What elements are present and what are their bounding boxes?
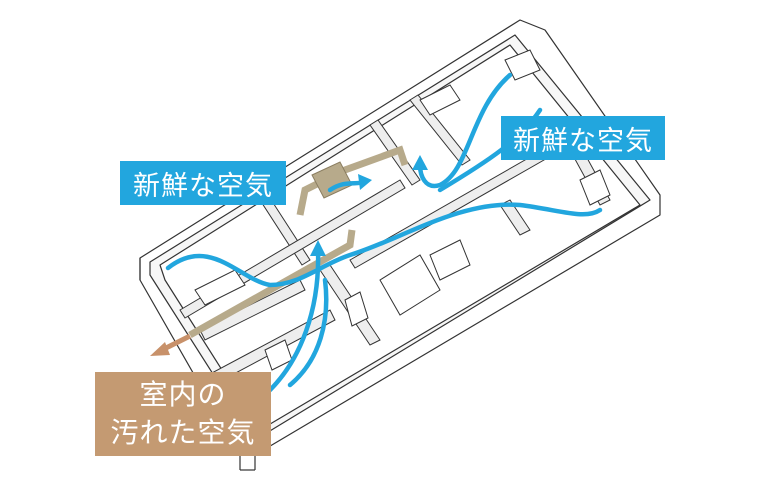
fresh-air-text: 新鮮な空気 [513,125,653,157]
fresh-air-text: 新鮮な空気 [133,170,273,202]
furniture [194,49,611,371]
arrowhead-icon [358,174,372,190]
fresh-air-arrowheads [310,155,428,256]
arrowhead-icon [412,155,428,170]
fresh-air-label-left: 新鮮な空気 [120,161,286,205]
dirty-air-text-line2: 汚れた空気 [110,416,256,449]
fresh-air-label-right: 新鮮な空気 [501,116,665,160]
exhaust-arrow [150,333,192,356]
duct-system [188,145,409,339]
arrowhead-icon [310,240,326,256]
dirty-air-label: 室内の 汚れた空気 [95,372,271,456]
arrow-left-icon [150,342,170,356]
dirty-air-text-line1: 室内の [139,378,227,411]
fresh-air-flow [165,72,603,393]
